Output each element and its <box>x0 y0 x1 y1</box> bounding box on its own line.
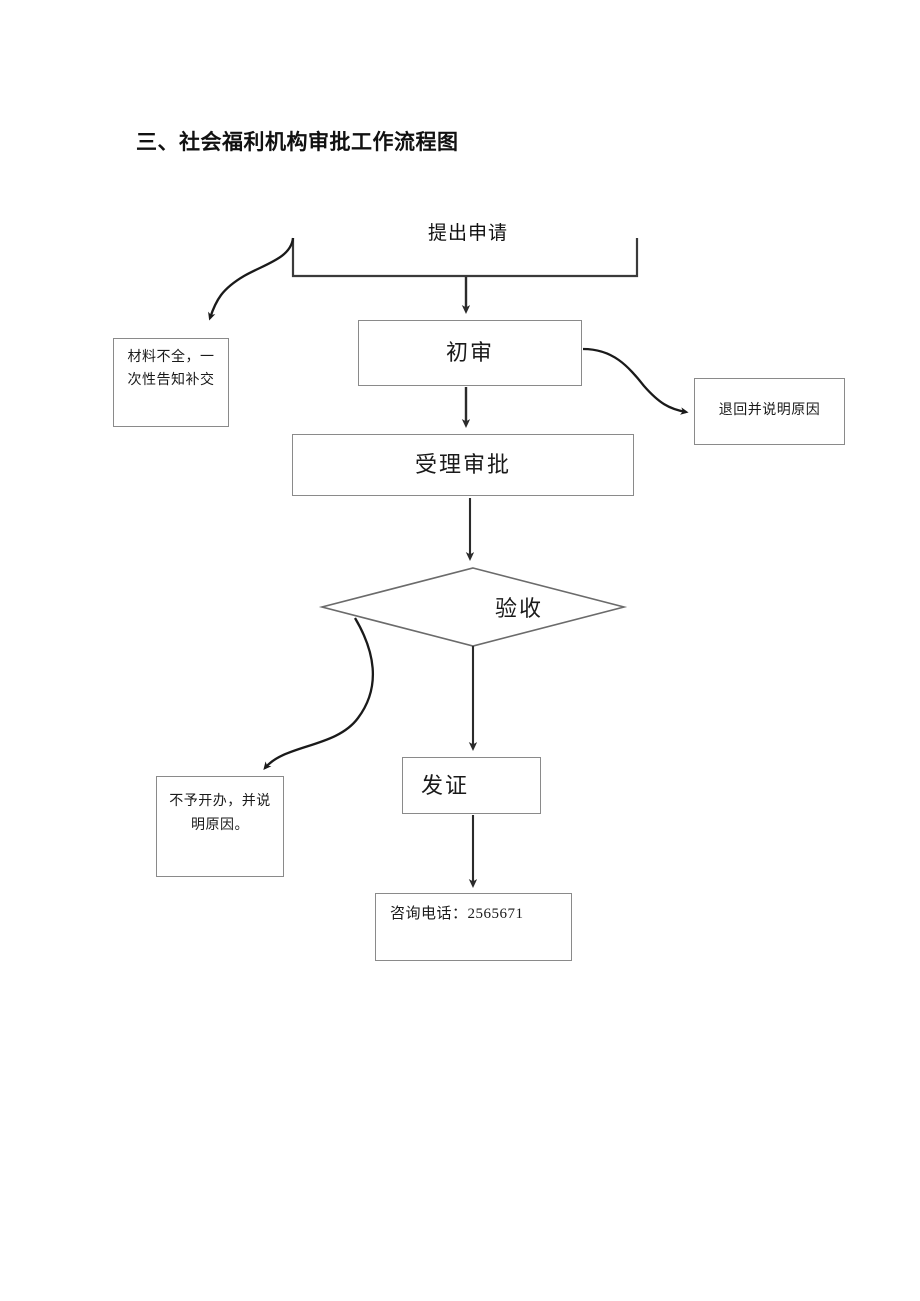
node-preliminary-review[interactable]: 初审 <box>358 320 582 386</box>
node-incomplete-materials-label: 材料不全，一次性告知补交 <box>127 350 215 389</box>
node-acceptance-approval[interactable]: 受理审批 <box>292 434 634 496</box>
node-acceptance-approval-label: 受理审批 <box>414 452 511 478</box>
flow-start-label: 提出申请 <box>427 222 508 244</box>
node-contact-phone-label: 咨询电话：2565671 <box>390 906 524 922</box>
node-issue-certificate-label: 发证 <box>421 772 470 798</box>
edge-chushen-to-return <box>582 347 689 415</box>
node-inspection-decision-label: 验收 <box>494 596 543 621</box>
node-return-with-reason-label: 退回并说明原因 <box>718 403 821 419</box>
node-incomplete-materials[interactable]: 材料不全，一次性告知补交 <box>113 338 229 427</box>
node-reject-with-reason-label: 不予开办，并说明原因。 <box>169 794 271 833</box>
page-title: 三、社会福利机构审批工作流程图 <box>136 130 459 154</box>
node-preliminary-review-label: 初审 <box>445 340 494 366</box>
node-return-with-reason[interactable]: 退回并说明原因 <box>694 378 845 445</box>
node-contact-phone[interactable]: 咨询电话：2565671 <box>375 893 572 961</box>
node-issue-certificate[interactable]: 发证 <box>402 757 541 814</box>
edge-start-to-incomplete <box>208 237 295 321</box>
node-reject-with-reason[interactable]: 不予开办，并说明原因。 <box>156 776 284 877</box>
node-inspection-decision[interactable]: 验收 <box>322 568 624 646</box>
